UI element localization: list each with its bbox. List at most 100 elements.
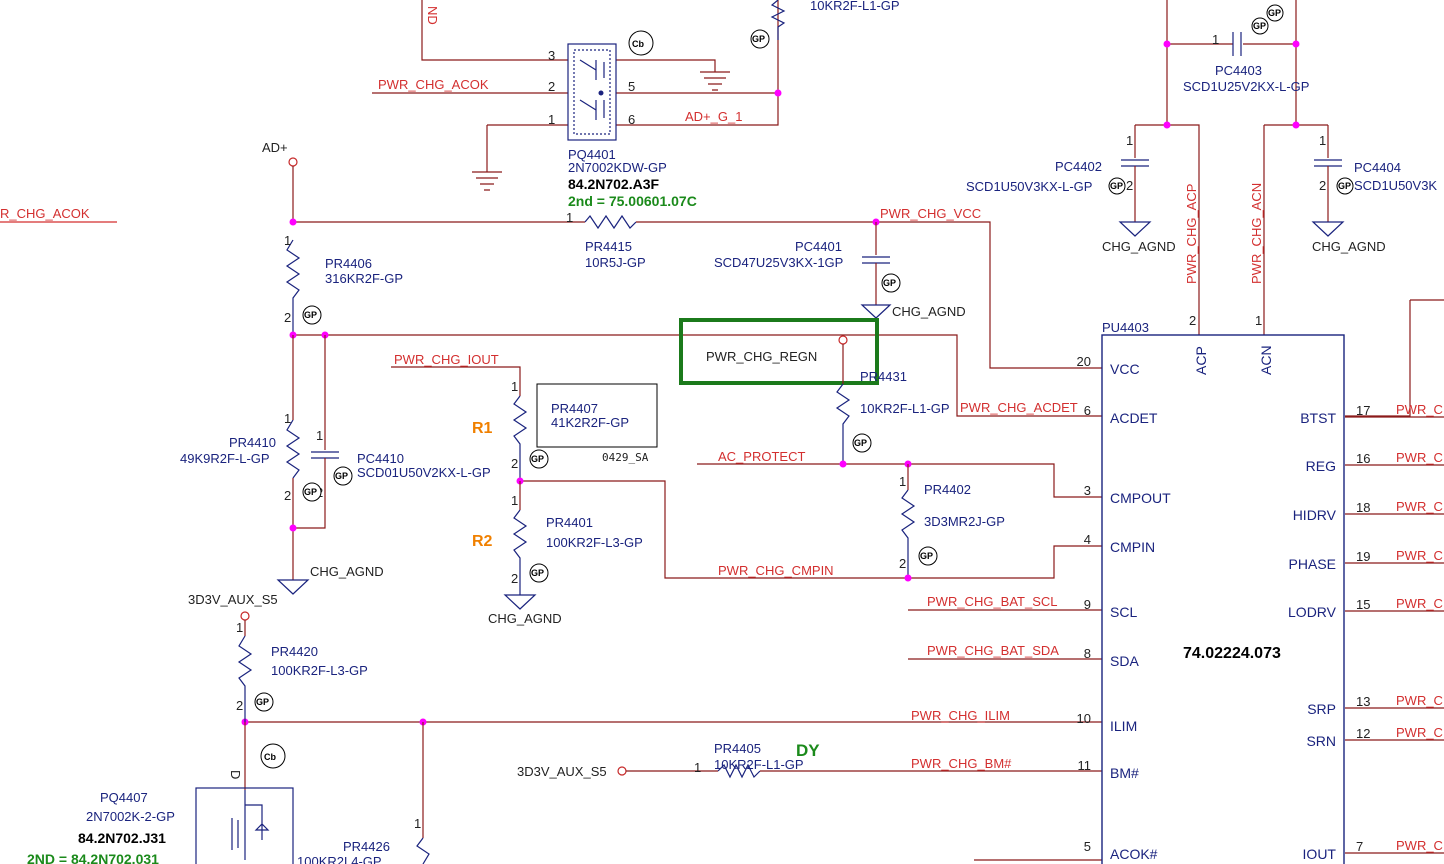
pr4410-ref: PR4410 — [229, 435, 276, 450]
chip-pin-number: 6 — [1084, 403, 1091, 418]
pr4420-ref: PR4420 — [271, 644, 318, 659]
chip-pin-label: SRN — [1306, 733, 1336, 749]
pq4401-pin-6: 6 — [628, 112, 635, 127]
r2-marker: R2 — [472, 533, 493, 550]
chip-pin-label: SRP — [1307, 701, 1336, 717]
net-label-ad-plus: AD+ — [262, 140, 288, 155]
chip-pin-number: 4 — [1084, 532, 1091, 547]
net-label-bat-sda: PWR_CHG_BAT_SDA — [927, 643, 1059, 658]
chip-right-pin-group: 17BTSTPWR_C16REGPWR_C18HIDRVPWR_C19PHASE… — [1288, 402, 1444, 862]
chip-pin-number: 3 — [1084, 483, 1091, 498]
chip-pin-acp: ACP — [1193, 346, 1209, 375]
net-label-bat-scl: PWR_CHG_BAT_SCL — [927, 594, 1058, 609]
pr4407-pin-2: 2 — [511, 456, 518, 471]
net-label-ac-protect: AC_PROTECT — [718, 449, 805, 464]
pr4401-value: 100KR2F-L3-GP — [546, 535, 643, 550]
pr4402-value: 3D3MR2J-GP — [924, 514, 1005, 529]
chip-pin-label: IOUT — [1303, 846, 1337, 862]
pr4415-ref: PR4415 — [585, 239, 632, 254]
pq4407-drain-pin: D — [228, 770, 243, 779]
chip-pin-acn: ACN — [1258, 345, 1274, 375]
chip-pin-label: VCC — [1110, 361, 1140, 377]
pu4403-part-number: 74.02224.073 — [1183, 645, 1281, 662]
chip-pin-number: 17 — [1356, 403, 1370, 418]
chg-agnd-label: CHG_AGND — [488, 611, 562, 626]
chip-pin-label: REG — [1306, 458, 1336, 474]
chip-pin-number: 20 — [1077, 354, 1091, 369]
pq4401-section: 10KR2F-L1-GP ND 3 2 1 5 6 PWR_CHG_ACOK A… — [372, 0, 900, 209]
pr4402-pin-1: 1 — [899, 474, 906, 489]
chip-pin-label: BM# — [1110, 765, 1139, 781]
pr4406-pin-1: 1 — [284, 233, 291, 248]
pq4401-package — [567, 43, 617, 141]
pq4401-value: 2N7002KDW-GP — [568, 160, 667, 175]
iout-section: PWR_CHG_IOUT 1 2 PR4407 41K2R2F-GP 0429_… — [391, 352, 1102, 626]
chg-agnd-label: CHG_AGND — [310, 564, 384, 579]
pq4401-pin-5: 5 — [628, 79, 635, 94]
chip-acn-pin-num: 1 — [1255, 313, 1262, 328]
pr4405-ref: PR4405 — [714, 741, 761, 756]
aux-label: 3D3V_AUX_S5 — [517, 764, 607, 779]
svg-text:GP: GP — [883, 278, 896, 288]
pc4410-value: SCD01U50V2KX-L-GP — [357, 465, 491, 480]
gp-badge: GP — [1266, 4, 1284, 22]
acdet-divider-section: 1 2 1 2 PR4410 49K9R2F-L-GP PC4410 SCD01… — [180, 331, 1102, 595]
pc4403-ref: PC4403 — [1215, 63, 1262, 78]
pr4426-pin-1: 1 — [414, 816, 421, 831]
regn-section: PWR_CHG_REGN PR4431 10KR2F-L1-GP GP AC_P… — [679, 318, 1102, 578]
net-label-acok-top: PWR_CHG_ACOK — [378, 77, 489, 92]
chip-pin-label: HIDRV — [1293, 507, 1337, 523]
pr4431-ref: PR4431 — [860, 369, 907, 384]
pc4401-ref: PC4401 — [795, 239, 842, 254]
cb-badge: Cb — [628, 30, 654, 56]
net-label-acn: PWR_CHG_ACN — [1249, 183, 1264, 284]
chip-pin-number: 5 — [1084, 839, 1091, 854]
pc4403-value: SCD1U25V2KX-L-GP — [1183, 79, 1309, 94]
net-label-truncated: PWR_C — [1396, 725, 1443, 740]
chip-pin-label: BTST — [1300, 410, 1336, 426]
pr4407-note: 0429_SA — [602, 451, 649, 464]
pc4401-value: SCD47U25V3KX-1GP — [714, 255, 843, 270]
svg-text:Cb: Cb — [632, 39, 644, 49]
chg-agnd-label: CHG_AGND — [1102, 239, 1176, 254]
chip-pin-number: 13 — [1356, 694, 1370, 709]
chip-pin-label: PHASE — [1289, 556, 1336, 572]
chip-pin-label: ACOK# — [1110, 846, 1158, 862]
pr4420-pin-2: 2 — [236, 698, 243, 713]
net-label-acok-left: R_CHG_ACOK — [0, 206, 90, 221]
pq4407-part-number: 84.2N702.J31 — [78, 830, 166, 846]
net-label-truncated: PWR_C — [1396, 402, 1443, 417]
pq4401-pin-1: 1 — [548, 112, 555, 127]
gp-badge: GP — [881, 273, 901, 293]
pq4401-part-number: 84.2N702.A3F — [568, 176, 660, 192]
chip-pin-number: 9 — [1084, 597, 1091, 612]
pr4410-pin-1: 1 — [284, 411, 291, 426]
pq4407-second-source: 2ND = 84.2N702.031 — [27, 851, 159, 864]
chip-pin-label: ILIM — [1110, 718, 1137, 734]
chg-agnd-label: CHG_AGND — [892, 304, 966, 319]
pr4415-pin-1: 1 — [566, 210, 573, 225]
pr4405-dy: DY — [796, 741, 820, 760]
r1-marker: R1 — [472, 420, 493, 437]
svg-text:GP: GP — [1338, 181, 1351, 191]
net-label-ad-g-1: AD+_G_1 — [685, 109, 742, 124]
net-label-truncated: PWR_C — [1396, 548, 1443, 563]
pr4407-ref: PR4407 — [551, 401, 598, 416]
chip-acp-pin-num: 2 — [1189, 313, 1196, 328]
chip-pin-label: SCL — [1110, 604, 1137, 620]
cb-badge: Cb — [260, 743, 286, 769]
pr4406-value: 316KR2F-GP — [325, 271, 403, 286]
net-label-regn: PWR_CHG_REGN — [706, 349, 817, 364]
svg-text:GP: GP — [304, 487, 317, 497]
pc4402-ref: PC4402 — [1055, 159, 1102, 174]
pr4407-tag-box — [536, 383, 658, 448]
pc4410-pin-1: 1 — [316, 428, 323, 443]
gp-badge: GP — [852, 433, 872, 453]
pr4420-pin-1: 1 — [236, 620, 243, 635]
pq4407-ref: PQ4407 — [100, 790, 148, 805]
svg-text:GP: GP — [1253, 21, 1266, 31]
gp-badge: GP — [918, 546, 938, 566]
